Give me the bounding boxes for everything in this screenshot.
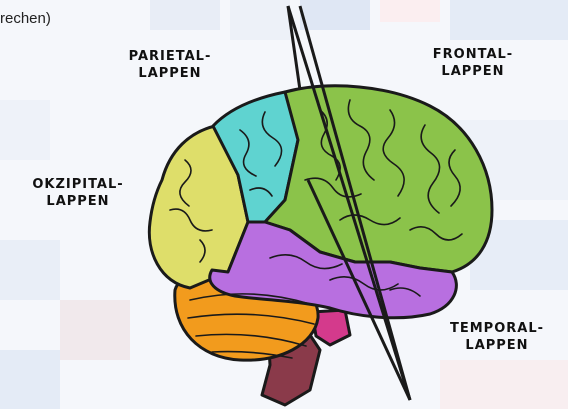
label-temporal-lobe: TEMPORAL- LAPPEN xyxy=(432,320,562,354)
label-frontal-lobe: FRONTAL- LAPPEN xyxy=(413,46,533,80)
label-occipital-lobe: OKZIPITAL- LAPPEN xyxy=(18,176,138,210)
label-parietal-lobe: PARIETAL- LAPPEN xyxy=(110,48,230,82)
